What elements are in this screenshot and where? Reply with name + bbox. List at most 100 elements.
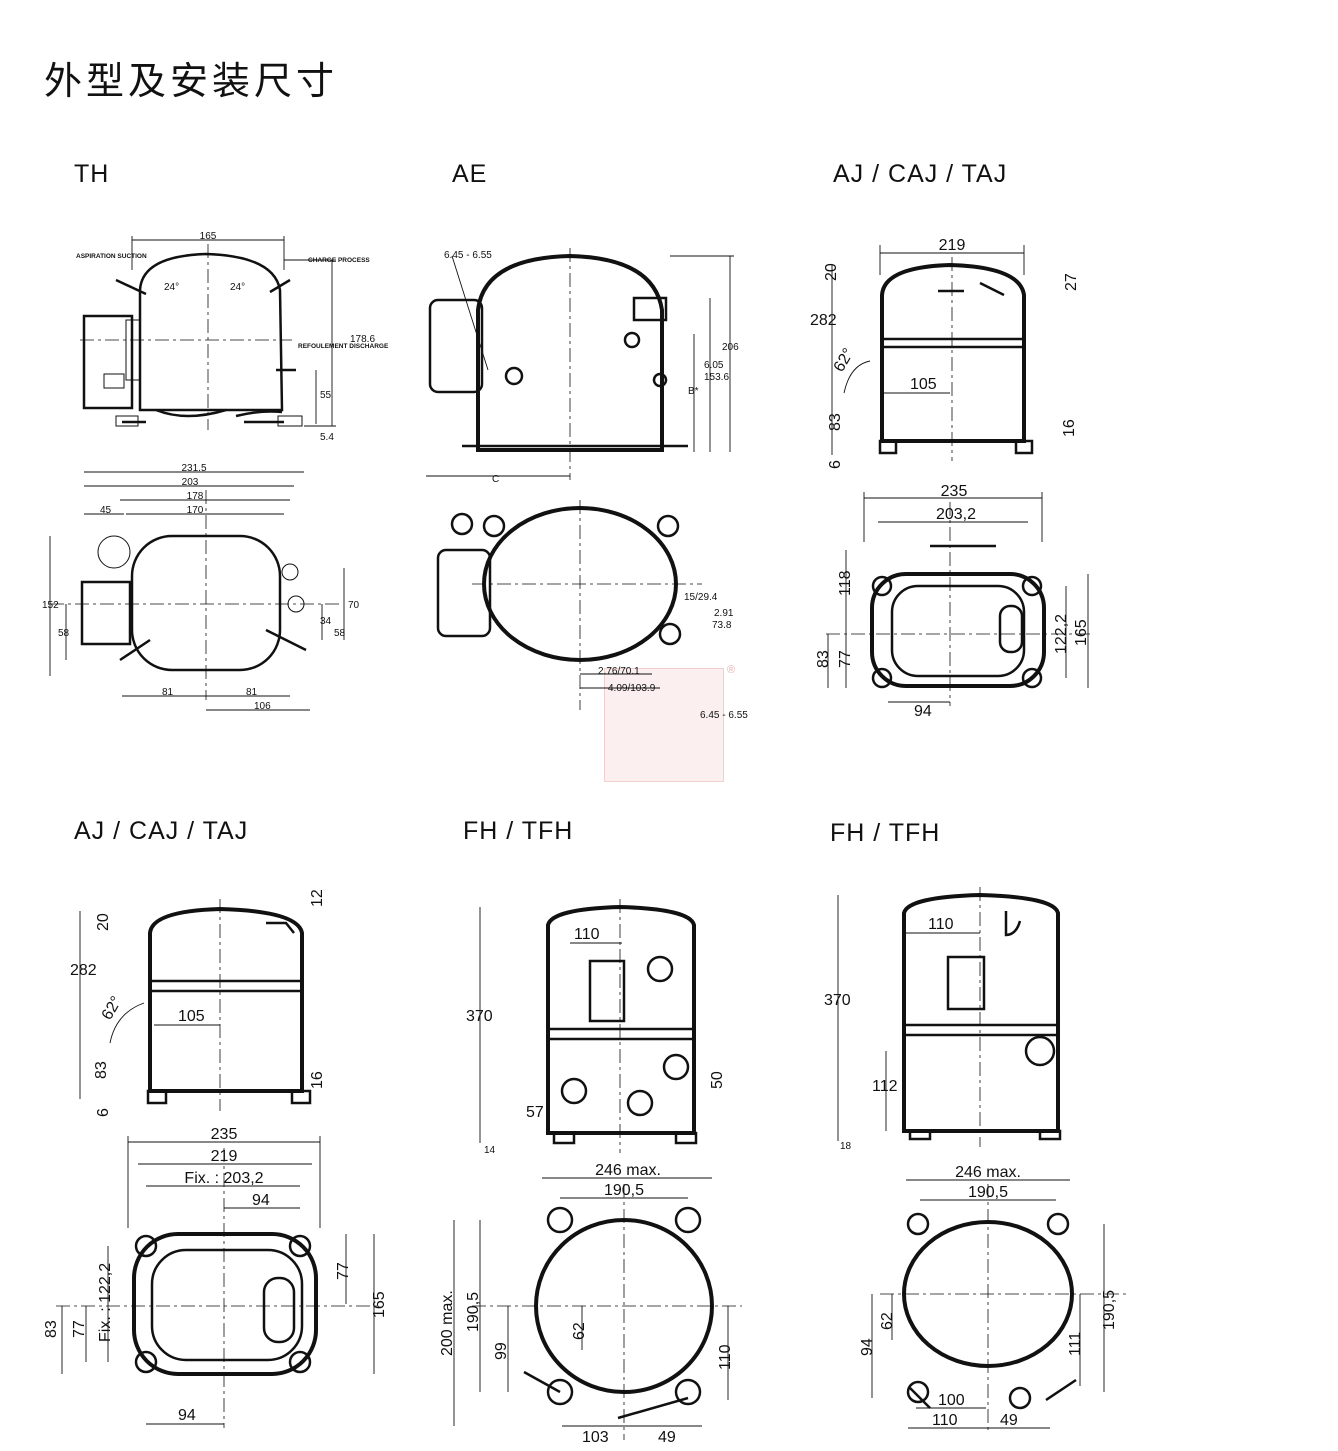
- aj1-side-219: 219: [939, 237, 966, 254]
- th-top-58r: 58: [334, 628, 346, 639]
- fh1-top-49: 49: [658, 1429, 676, 1446]
- ae-side-view: 6.45 - 6.55 206 6.05 153.6 B* C: [426, 248, 739, 485]
- aj2-side-view: 282 20 12 62° 105 83 16 6: [70, 889, 326, 1117]
- aj1-top-235: 235: [941, 483, 968, 500]
- th-angle-left: 24°: [164, 282, 179, 293]
- fh2-top-246: 246 max.: [955, 1164, 1021, 1181]
- aj1-top-77: 77: [837, 650, 854, 668]
- model-label-aj-2: AJ / CAJ / TAJ: [74, 817, 249, 845]
- ae-side-v1: 6.05: [704, 360, 724, 371]
- aj1-side-83: 83: [827, 413, 844, 431]
- page-title: 外型及安装尺寸: [44, 59, 339, 103]
- aj2-top-77r: 77: [335, 1262, 352, 1280]
- aj1-side-105: 105: [910, 376, 937, 393]
- th-charge-label: CHARGE PROCESS: [308, 257, 370, 264]
- fh2-side-view: 110 370 112 18: [824, 887, 1062, 1152]
- aj2-top-fixv: Fix. : 122,2: [97, 1263, 114, 1342]
- aj1-side-16: 16: [1061, 419, 1078, 437]
- th-top-45: 45: [100, 505, 112, 516]
- aj2-side-282: 282: [70, 962, 97, 979]
- ae-side-dia: 6.45 - 6.55: [444, 250, 492, 261]
- fh2-top-49: 49: [1000, 1412, 1018, 1429]
- fh2-top-62: 62: [879, 1312, 896, 1330]
- fh1-side-57: 57: [526, 1104, 544, 1121]
- fh1-side-110: 110: [574, 926, 600, 943]
- watermark-seal: [604, 668, 724, 782]
- aj1-top-83: 83: [815, 650, 832, 668]
- fh1-side-50: 50: [709, 1071, 726, 1089]
- th-suction-label: ASPIRATION SUCTION: [76, 253, 147, 260]
- th-top-106: 106: [254, 701, 271, 712]
- aj1-side-282: 282: [810, 312, 837, 329]
- ae-top-c: 73.8: [712, 620, 732, 631]
- ae-side-bstar: B*: [688, 386, 699, 397]
- th-top-view: 231.5 203 178 170 45 152 58 70 34 58 81 …: [42, 463, 360, 712]
- aj2-top-165: 165: [371, 1291, 388, 1318]
- fh1-top-110: 110: [717, 1344, 734, 1370]
- aj2-side-105: 105: [178, 1008, 205, 1025]
- fh2-top-1905v: 190,5: [1101, 1290, 1118, 1330]
- fh1-top-view: 246 max. 190,5 200 max. 190,5 99 62 110 …: [439, 1162, 742, 1446]
- aj1-top-2032: 203,2: [936, 506, 976, 523]
- th-side-width: 165: [200, 231, 217, 242]
- fh2-top-view: 246 max. 190,5 94 62 111 190,5 100 110 4…: [859, 1164, 1130, 1430]
- fh1-side-view: 110 370 50 57 14: [466, 899, 726, 1156]
- fh1-top-200: 200 max.: [439, 1290, 456, 1356]
- aj1-side-view: 219 282 20 27 62° 105 83 16 6: [810, 237, 1080, 469]
- fh2-side-18: 18: [840, 1141, 852, 1152]
- fh2-top-94: 94: [859, 1338, 876, 1356]
- th-top-58l: 58: [58, 628, 70, 639]
- aj1-top-view: 235 203,2 118 83 77 122,2 165 94: [815, 483, 1090, 720]
- ae-top-e: 4.09/103.9: [608, 683, 656, 694]
- fh2-top-100: 100: [938, 1392, 965, 1409]
- th-top-70: 70: [348, 600, 360, 611]
- fh1-side-14: 14: [484, 1145, 496, 1156]
- fh1-top-99: 99: [493, 1342, 510, 1360]
- aj1-top-1222: 122,2: [1053, 614, 1070, 654]
- ae-side-c: C: [492, 474, 499, 485]
- ae-top-f: 6.45 - 6.55: [700, 710, 748, 721]
- fh1-top-1905v: 190,5: [465, 1292, 482, 1332]
- model-label-aj-1: AJ / CAJ / TAJ: [833, 160, 1008, 188]
- fh1-top-62: 62: [571, 1322, 588, 1340]
- fh2-top-111: 111: [1067, 1332, 1084, 1356]
- th-top-152: 152: [42, 600, 59, 611]
- fh2-side-370: 370: [824, 992, 851, 1009]
- aj2-top-235: 235: [211, 1126, 238, 1143]
- aj1-top-165: 165: [1073, 619, 1090, 646]
- aj1-side-27: 27: [1063, 273, 1080, 291]
- fh2-top-110: 110: [932, 1412, 958, 1429]
- th-top-w4: 170: [187, 505, 204, 516]
- model-label-fh-2: FH / TFH: [830, 819, 941, 847]
- aj1-side-20: 20: [823, 263, 840, 281]
- th-discharge-label: REFOULEMENT DISCHARGE: [298, 343, 389, 350]
- fh1-top-246: 246 max.: [595, 1162, 661, 1179]
- aj2-side-83: 83: [93, 1061, 110, 1079]
- th-top-81b: 81: [246, 687, 258, 698]
- ae-side-206: 206: [722, 342, 739, 353]
- ae-top-d: 2.76/70.1: [598, 666, 640, 677]
- aj2-top-94t: 94: [252, 1192, 270, 1209]
- fh2-side-112: 112: [872, 1078, 898, 1095]
- ae-top-a: 15/29.4: [684, 592, 718, 603]
- model-label-ae: AE: [452, 160, 488, 188]
- model-label-fh-1: FH / TFH: [463, 817, 574, 845]
- th-dim-55: 55: [320, 390, 332, 401]
- ae-top-view: 15/29.4 2.91 73.8 2.76/70.1 4.09/103.9 6…: [436, 500, 748, 721]
- th-side-view: 165 178.6 ASPIRATION SUCTION CHARGE PROC…: [76, 231, 389, 443]
- aj1-side-6: 6: [827, 460, 844, 469]
- aj2-top-view: 235 219 Fix. : 203,2 94 77 165 83 77 Fix…: [43, 1126, 388, 1428]
- aj2-side-6: 6: [95, 1108, 112, 1117]
- th-dim-54: 5.4: [320, 432, 334, 443]
- th-top-w3: 178: [187, 491, 204, 502]
- fh1-side-370: 370: [466, 1008, 493, 1025]
- aj2-top-94b: 94: [178, 1407, 196, 1424]
- registered-mark: ®: [727, 664, 736, 676]
- fh2-side-110: 110: [928, 916, 954, 933]
- th-top-w2: 203: [182, 477, 199, 488]
- aj2-top-77: 77: [71, 1320, 88, 1338]
- th-angle-right: 24°: [230, 282, 245, 293]
- aj2-top-83: 83: [43, 1320, 60, 1338]
- aj1-top-118: 118: [837, 570, 854, 596]
- model-label-th: TH: [74, 160, 110, 188]
